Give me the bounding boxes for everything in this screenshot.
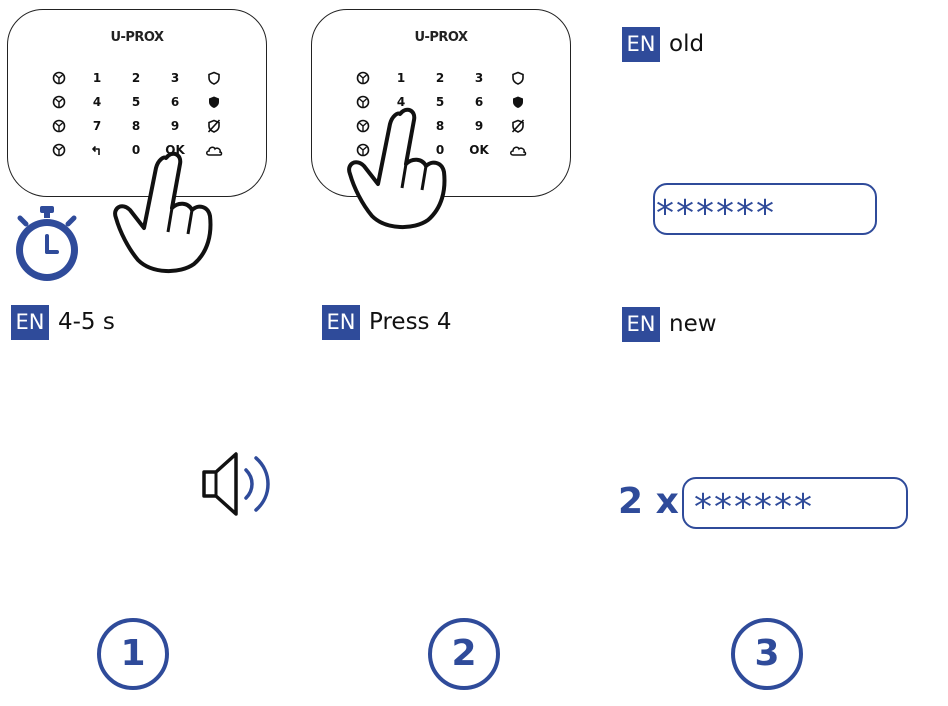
keypad-key-5: 5 [435, 95, 445, 109]
shield-filled-icon [504, 95, 532, 109]
zone-icon [349, 95, 377, 109]
disarm-icon [200, 119, 228, 133]
language-badge: EN [622, 307, 660, 342]
zone-icon [45, 143, 73, 157]
keypad-key-8: 8 [435, 119, 445, 133]
keypad-brand: U-PROX [110, 30, 164, 45]
new-code-label: new [669, 311, 717, 337]
keypad-key-6: 6 [170, 95, 180, 109]
keypad-key-4: 4 [92, 95, 102, 109]
step-number-1: 1 [97, 618, 169, 690]
keypad-key-ok: OK [469, 143, 489, 157]
keypad-key-2: 2 [435, 71, 445, 85]
shield-filled-icon [200, 95, 228, 109]
zone-icon [349, 143, 377, 157]
zone-icon [45, 95, 73, 109]
new-code-field [682, 477, 908, 529]
keypad-key-7: 7 [92, 119, 102, 133]
shield-outline-icon [200, 71, 228, 85]
keypad-panel-1: U-PROX [7, 9, 267, 197]
old-code-label: old [669, 31, 705, 57]
keypad-key-0: 0 [131, 143, 141, 157]
stopwatch-icon [16, 206, 78, 281]
hand-press-icon [347, 107, 447, 230]
speaker-icon [202, 452, 270, 516]
language-badge: EN [622, 27, 660, 62]
keypad-key-4: 4 [396, 95, 406, 109]
old-code-value: ****** [656, 193, 776, 234]
hand-press-icon [113, 151, 213, 274]
step-number-3: 3 [731, 618, 803, 690]
shield-outline-icon [504, 71, 532, 85]
duration-label: 4-5 s [58, 309, 115, 335]
keypad-key-3: 3 [170, 71, 180, 85]
cloud-icon [200, 143, 228, 157]
language-badge: EN [11, 305, 49, 340]
new-code-value: ****** [694, 487, 814, 528]
keypad-key-5: 5 [131, 95, 141, 109]
zone-icon [349, 71, 377, 85]
keypad-brand: U-PROX [414, 30, 468, 45]
disarm-icon [504, 119, 532, 133]
keypad-key-3: 3 [474, 71, 484, 85]
language-badge: EN [322, 305, 360, 340]
press-label: Press 4 [369, 309, 452, 335]
keypad-key-6: 6 [474, 95, 484, 109]
zone-icon [45, 71, 73, 85]
keypad-key-0: 0 [435, 143, 445, 157]
zone-icon [349, 119, 377, 133]
keypad-key-1: 1 [92, 71, 102, 85]
keypad-key-8: 8 [131, 119, 141, 133]
old-code-field [653, 183, 877, 235]
keypad-key-9: 9 [474, 119, 484, 133]
repeat-count: 2 x [618, 481, 679, 522]
cloud-icon [504, 143, 532, 157]
zone-icon [45, 119, 73, 133]
keypad-key-2: 2 [131, 71, 141, 85]
step-number-2: 2 [428, 618, 500, 690]
keypad-key-1: 1 [396, 71, 406, 85]
keypad-key-9: 9 [170, 119, 180, 133]
back-icon [83, 143, 111, 157]
